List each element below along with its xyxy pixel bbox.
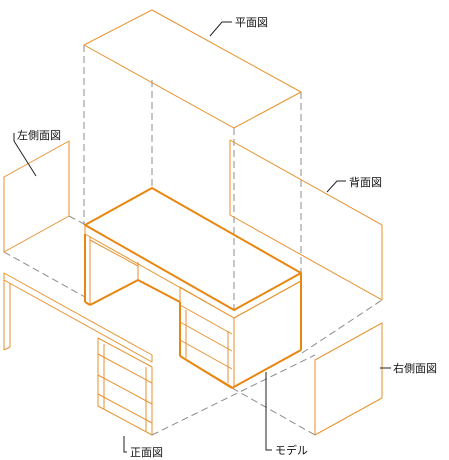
back-view: [229, 139, 383, 301]
left-side-view: [3, 140, 70, 253]
leader-lines: [13, 21, 391, 453]
plan-view: [83, 9, 302, 129]
label-right-side: 右側面図: [393, 361, 437, 375]
model-desk: [84, 187, 302, 389]
label-front: 正面図: [130, 446, 163, 459]
label-left-side: 左側面図: [17, 129, 61, 142]
label-model: モデル: [275, 443, 308, 457]
label-plan: 平面図: [235, 16, 268, 29]
projection-lines: [3, 45, 383, 436]
front-view: [3, 272, 153, 436]
label-back: 背面図: [349, 175, 382, 189]
right-side-view: [314, 322, 383, 436]
